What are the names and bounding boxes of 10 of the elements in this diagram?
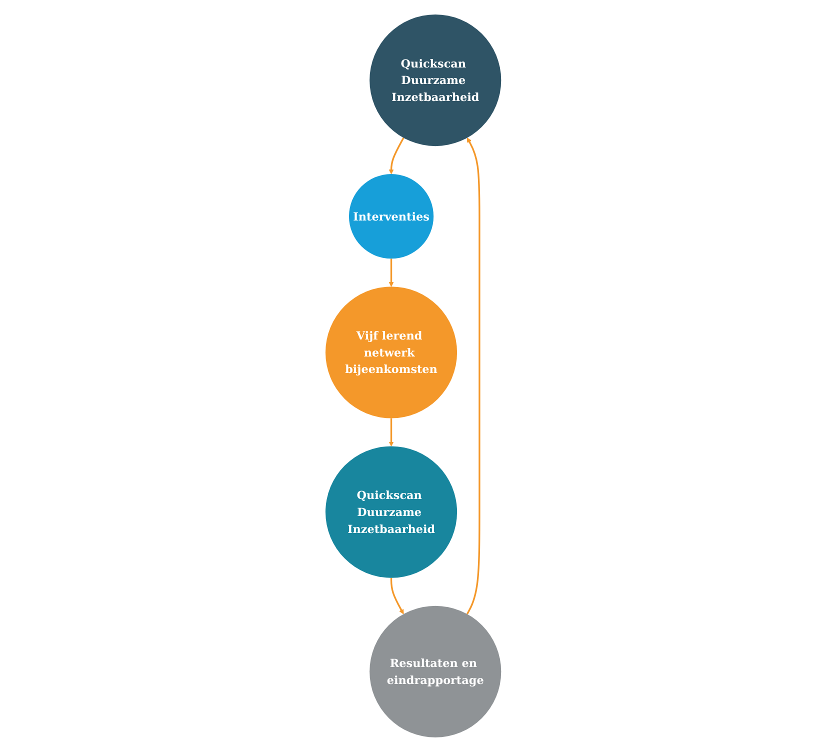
node-circle: Resultaten en eindrapportage: [369, 606, 501, 738]
arrow: [388, 258, 394, 287]
arrow: [466, 138, 480, 614]
node-circle: Vijf lerend netwerk bijeenkomsten: [325, 286, 457, 418]
node-circle: Quickscan Duurzame Inzetbaarheid: [369, 14, 501, 146]
arrow: [388, 418, 394, 447]
arrow: [388, 138, 404, 174]
arrow: [390, 578, 404, 614]
node-circle: Interventies: [348, 174, 434, 259]
node-circle: Quickscan Duurzame Inzetbaarheid: [325, 446, 457, 578]
